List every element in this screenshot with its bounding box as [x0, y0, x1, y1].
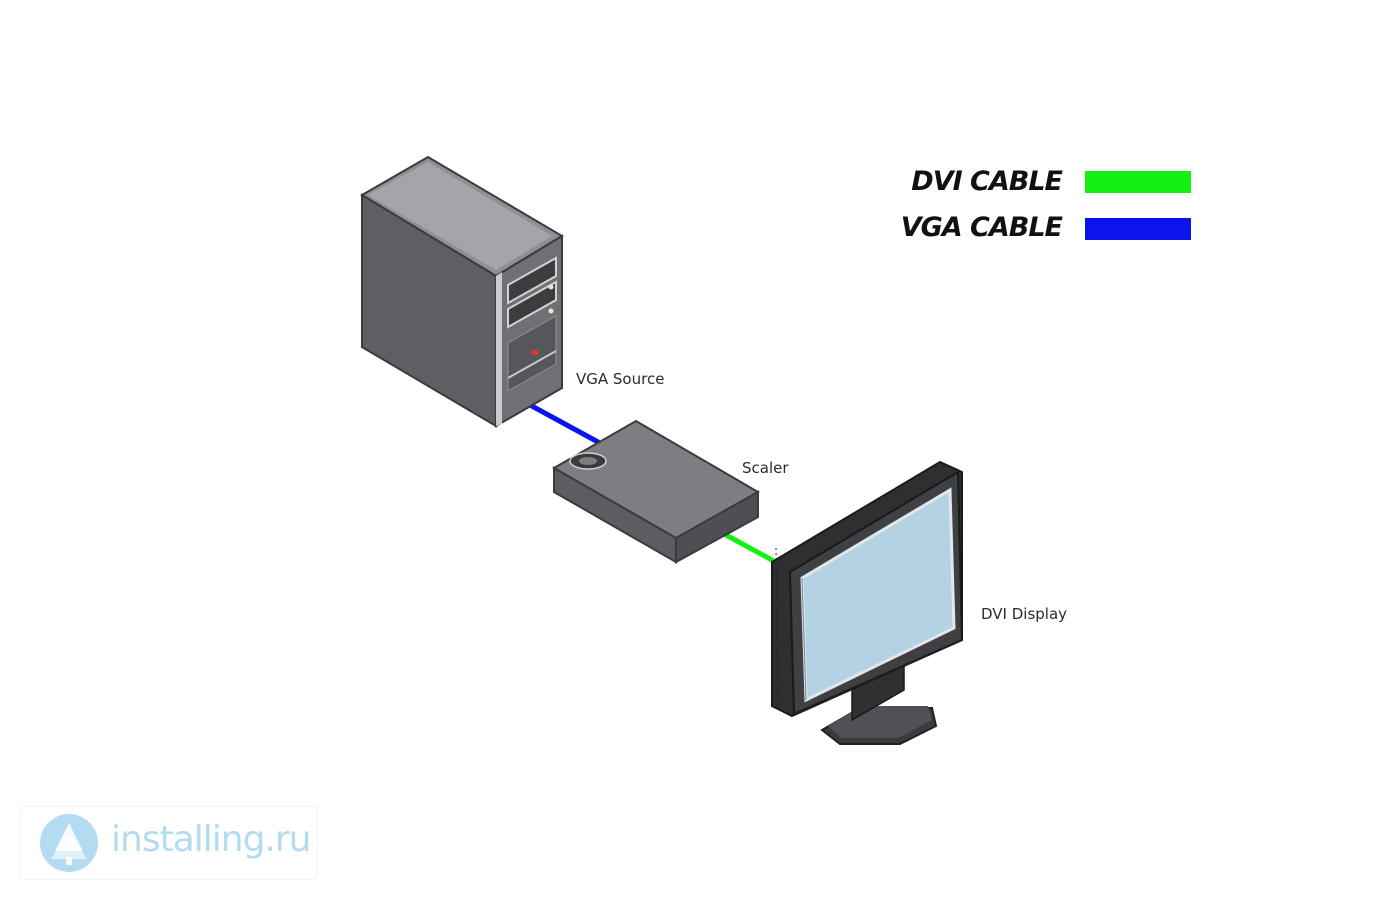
pc-tower-icon	[360, 155, 564, 428]
scaler-label: Scaler	[742, 459, 789, 477]
dvi-cable-line	[723, 532, 775, 563]
legend-vga-label: VGA CABLE	[900, 212, 1063, 243]
legend-dvi-swatch	[1085, 171, 1191, 193]
tree-logo-icon	[40, 814, 98, 872]
monitor-icon	[771, 460, 964, 745]
legend-vga-swatch	[1085, 218, 1191, 240]
vga-source-label: VGA Source	[576, 370, 665, 388]
dvi-display-label: DVI Display	[981, 605, 1068, 623]
legend-dvi-label: DVI CABLE	[911, 166, 1063, 197]
watermark-text: installing.ru	[111, 819, 311, 860]
scaler-device-icon	[551, 419, 761, 564]
vga-cable-line	[527, 402, 601, 445]
watermark: installing.ru	[20, 806, 318, 880]
